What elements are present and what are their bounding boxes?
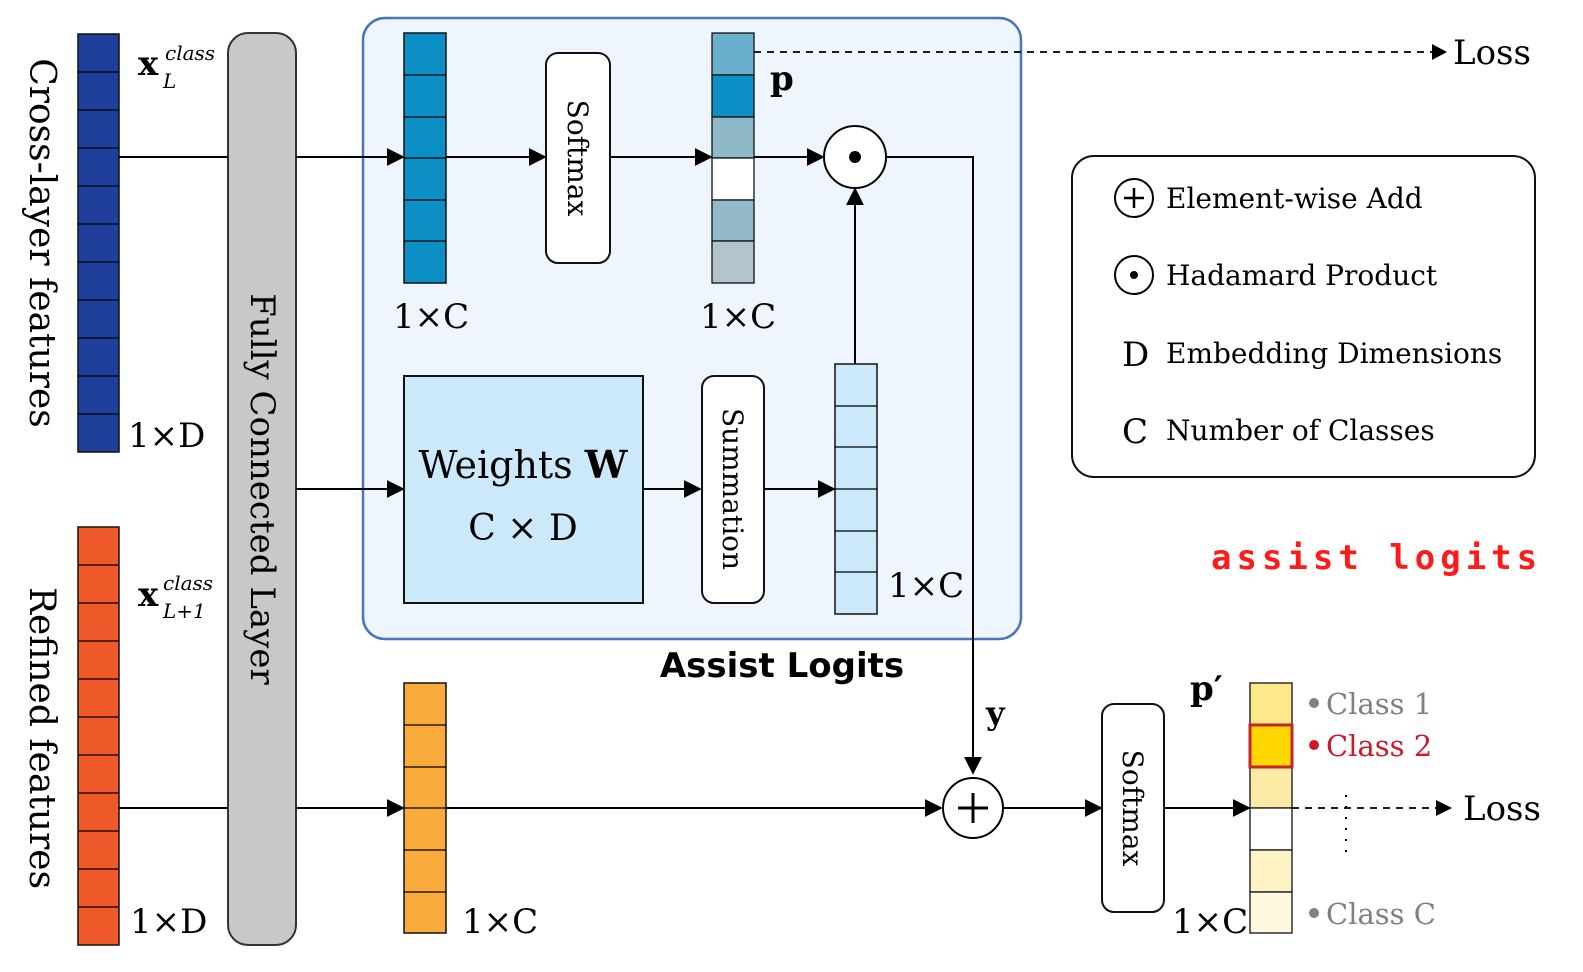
class-1-label: Class 1 <box>1326 687 1432 721</box>
refined-feature-vector <box>77 526 120 946</box>
class-c-label: Class C <box>1326 897 1436 931</box>
hadamard-product-node <box>823 125 887 189</box>
y-to-add-arrow <box>886 156 982 775</box>
bottom-vector-dim: 1×C <box>462 902 538 942</box>
cross-layer-dim: 1×D <box>128 416 205 456</box>
p-prime-label: p′ <box>1190 669 1223 709</box>
class-2-label: Class 2 <box>1326 729 1432 763</box>
p-label: p <box>770 59 794 99</box>
bottom-softmax-label: Softmax <box>1116 750 1149 867</box>
legend-add-label: Element-wise Add <box>1166 182 1423 215</box>
legend-add-icon <box>1114 178 1154 218</box>
top-loss-label: Loss <box>1453 33 1531 73</box>
refined-subscript: L+1 <box>162 599 206 623</box>
p-vector-dim: 1×C <box>700 297 776 337</box>
cross-layer-feature-vector <box>77 33 120 453</box>
summed-vector <box>834 363 878 615</box>
legend-d-label: Embedding Dimensions <box>1166 337 1502 370</box>
top-softmax-label: Softmax <box>561 100 594 217</box>
class-1-dot <box>1309 698 1319 708</box>
refined-superscript: class <box>163 571 213 595</box>
top-vector-dim: 1×C <box>393 297 469 337</box>
sum-vector-dim: 1×C <box>888 566 964 606</box>
cross-layer-label: Cross-layer features <box>21 58 62 428</box>
class-c-dot <box>1309 908 1319 918</box>
refined-label: Refined features <box>21 587 62 889</box>
assist-logits-annotation: assist logits <box>1211 538 1542 578</box>
legend-box <box>1071 155 1536 478</box>
p-probability-vector <box>711 32 755 284</box>
bottom-logit-vector <box>403 682 447 934</box>
output-vector-dim: 1×C <box>1172 902 1248 942</box>
legend-hadamard-label: Hadamard Product <box>1166 259 1438 292</box>
cross-layer-superscript: class <box>165 41 215 65</box>
legend-c-label: Number of Classes <box>1166 414 1435 447</box>
summation-label: Summation <box>716 408 749 570</box>
weights-label: Weights W <box>419 442 629 487</box>
cross-layer-subscript: L <box>162 69 176 93</box>
fc-layer-label: Fully Connected Layer <box>242 293 282 685</box>
weights-box <box>403 375 644 604</box>
legend-hadamard-icon <box>1114 255 1154 295</box>
y-label: y <box>985 694 1006 732</box>
assist-logits-title: Assist Logits <box>660 646 904 686</box>
bottom-loss-label: Loss <box>1463 789 1541 829</box>
legend-d-symbol: D <box>1122 335 1149 375</box>
element-wise-add-node <box>942 777 1004 839</box>
output-probability-vector <box>1248 682 1294 934</box>
weights-dim: C × D <box>468 508 577 549</box>
cross-layer-symbol: x <box>138 44 159 84</box>
refined-dim: 1×D <box>130 902 207 942</box>
legend-c-symbol: C <box>1122 412 1148 452</box>
class-2-dot <box>1309 740 1319 750</box>
refined-symbol: x <box>138 575 159 615</box>
top-logit-vector <box>403 32 447 284</box>
